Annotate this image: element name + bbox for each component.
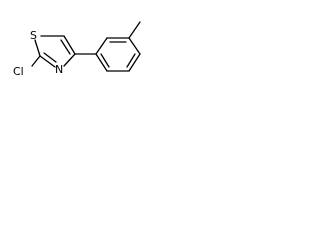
bond-c4-c5 bbox=[63, 35, 76, 55]
nitrogen-label: N bbox=[55, 63, 63, 76]
thiazole-ring bbox=[34, 35, 76, 68]
bond-n-c4 bbox=[63, 53, 76, 67]
bond-ar1-ar2 bbox=[95, 37, 108, 55]
bond-c2-cl bbox=[31, 55, 41, 67]
sulfur-label: S bbox=[30, 29, 37, 42]
bond-c2-n bbox=[39, 55, 56, 68]
bond-ar6-ar1-double bbox=[100, 53, 110, 68]
bond-ar3-ar4 bbox=[128, 37, 141, 55]
bond-ar4-ar5 bbox=[128, 53, 141, 72]
bond-c2-n-double bbox=[43, 52, 57, 63]
benzene-ring bbox=[95, 37, 141, 72]
bond-ar6-ar1 bbox=[95, 53, 108, 72]
bond-ar4-ar5-double bbox=[126, 53, 136, 68]
bond-s-c2 bbox=[34, 39, 41, 57]
bond-ar3-methyl bbox=[128, 21, 141, 39]
bond-c4-c5-double bbox=[60, 39, 71, 55]
chlorine-label: Cl bbox=[13, 65, 24, 78]
chemical-structure: S N Cl bbox=[13, 21, 141, 78]
